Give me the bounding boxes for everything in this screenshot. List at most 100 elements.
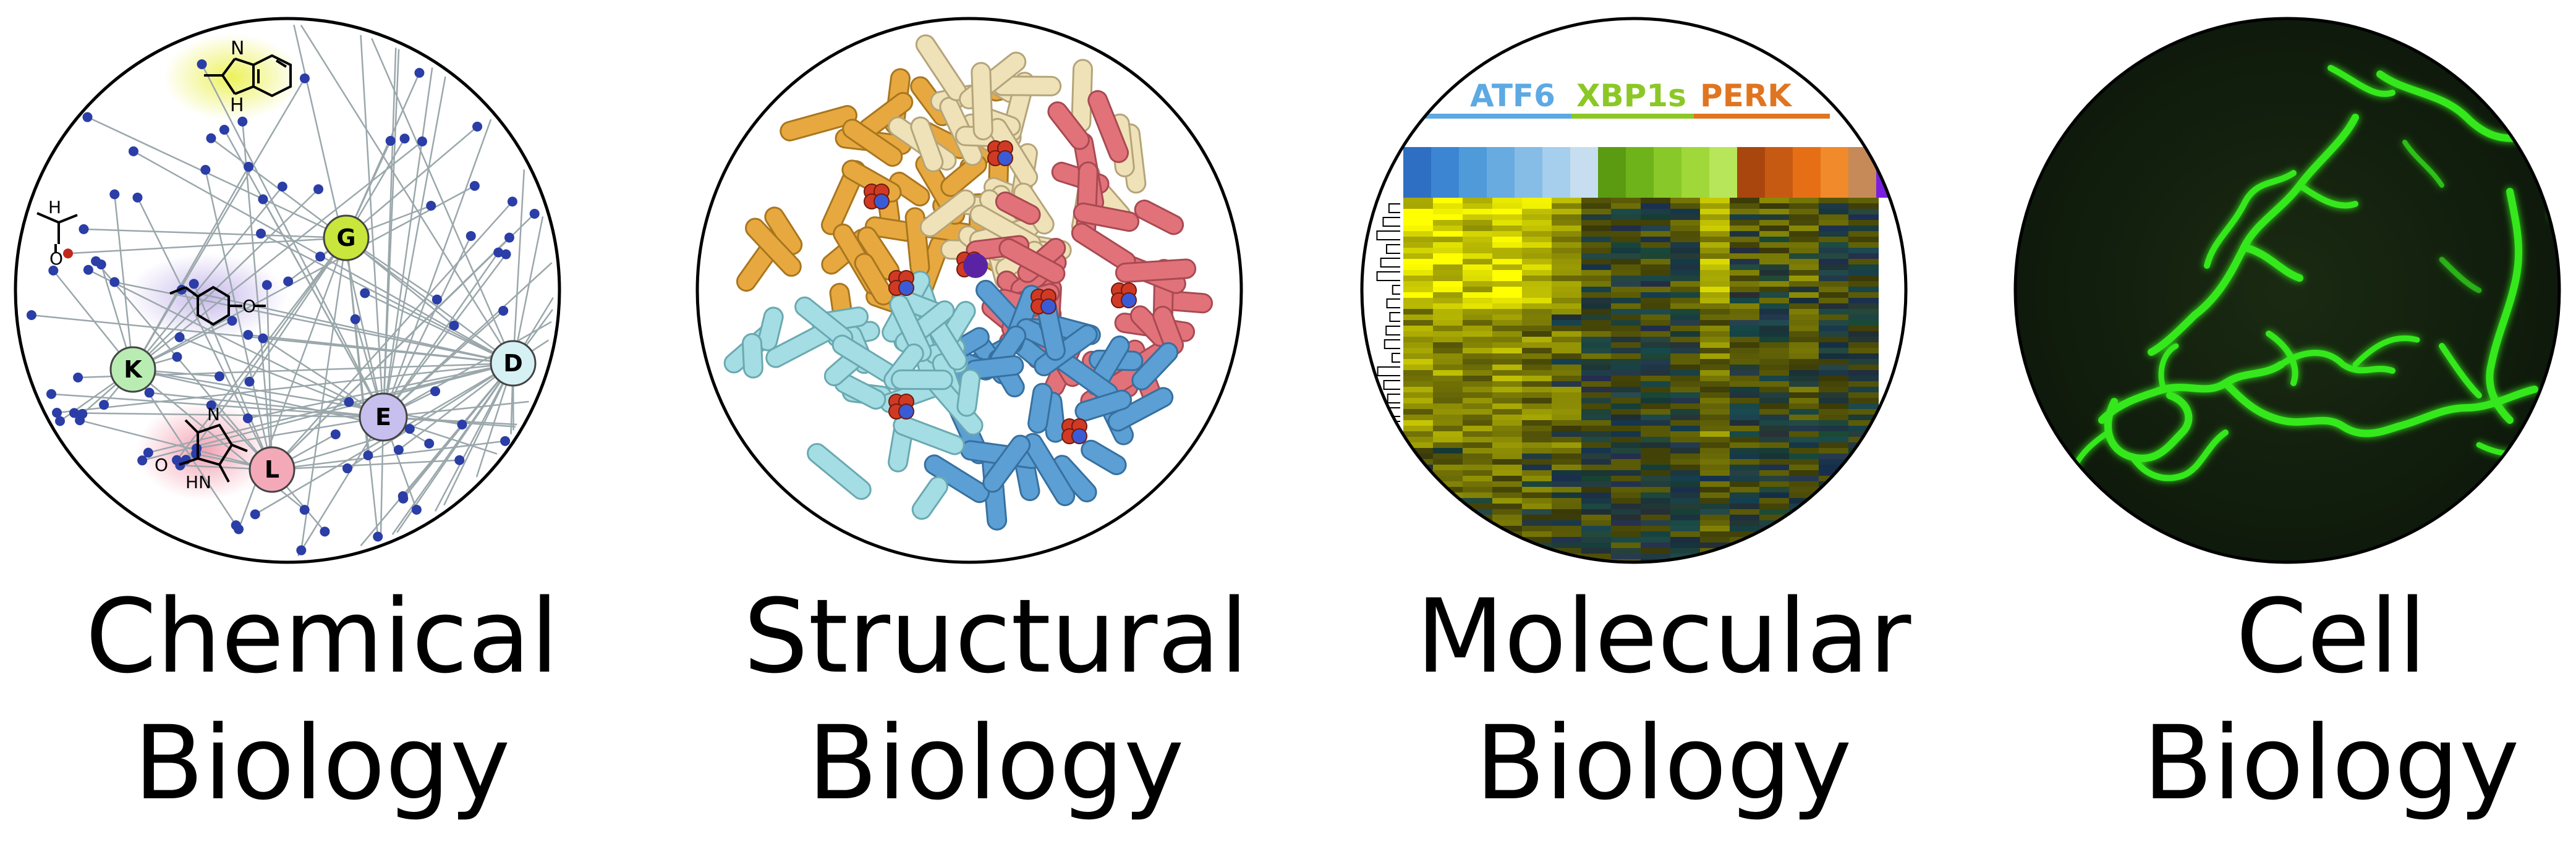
heatmap-cell <box>1730 392 1760 399</box>
heatmap-cell <box>1403 287 1434 293</box>
heatmap-cell <box>1730 387 1760 393</box>
heatmap-cell <box>1759 242 1790 248</box>
helix <box>971 62 993 141</box>
network-dot <box>231 520 241 531</box>
helix <box>854 253 894 306</box>
node-g: G <box>323 214 370 261</box>
heatmap-cell <box>1492 381 1523 387</box>
heatmap-cell <box>1522 442 1552 449</box>
heatmap-cell <box>1641 270 1671 276</box>
heatmap-cell <box>1759 365 1790 371</box>
network-edge <box>87 116 347 239</box>
heatmap-cell <box>1641 264 1671 271</box>
heatmap-cell <box>1789 259 1819 265</box>
heatmap-cell <box>1492 559 1523 562</box>
heatmap-cell <box>1700 448 1730 454</box>
cell-circle-border <box>2013 17 2561 564</box>
heatmap-cell <box>1730 570 1760 575</box>
network-dot <box>417 136 427 146</box>
heatmap-cell <box>1670 398 1701 404</box>
heatmap-cell <box>1730 365 1760 371</box>
heatmap-cell <box>1552 314 1582 321</box>
heatmap-cell <box>1552 370 1582 376</box>
heatmap-cell <box>1789 353 1819 360</box>
condition-swatch <box>1793 147 1821 198</box>
heatmap-cell <box>1789 392 1819 399</box>
heatmap-cell <box>1433 359 1463 365</box>
heatmap-cell <box>1463 270 1493 276</box>
heatmap-cell <box>1730 248 1760 254</box>
heatmap-cell <box>1463 487 1493 493</box>
heatmap-cell <box>1700 509 1730 515</box>
heatmap-cell <box>1552 498 1582 504</box>
heatmap-cell <box>1403 565 1434 571</box>
heatmap-cell <box>1403 214 1434 221</box>
heatmap-cell <box>1759 492 1790 499</box>
heatmap-cell <box>1611 565 1641 571</box>
heatmap-cell <box>1522 309 1552 315</box>
heatmap-cell <box>1819 403 1849 410</box>
heatmap-cell <box>1492 348 1523 354</box>
heatmap-cell <box>1403 309 1434 315</box>
heatmap-cell <box>1700 292 1730 298</box>
network-edge <box>271 440 506 471</box>
condition-swatch <box>1904 147 1906 198</box>
heatmap-cell <box>1552 437 1582 443</box>
network-edge <box>79 419 273 471</box>
heatmap-cell <box>1581 537 1612 543</box>
heatmap-cell <box>1670 409 1701 415</box>
heatmap-cell <box>1581 515 1612 521</box>
heatmap-cell <box>1581 198 1612 204</box>
heatmap-cell <box>1641 409 1671 415</box>
heatmap-cell <box>1552 242 1582 248</box>
heatmap-cell <box>1403 431 1434 437</box>
heatmap-cell <box>1492 237 1523 243</box>
heatmap-cell <box>1552 231 1582 237</box>
heatmap-cell <box>1492 376 1523 382</box>
heatmap-cell <box>1641 314 1671 321</box>
network-dot <box>504 232 514 243</box>
network-edge <box>132 368 382 426</box>
heatmap-cell <box>1581 381 1612 387</box>
heatmap-cell <box>1641 509 1671 515</box>
heatmap-cell <box>1730 470 1760 476</box>
heatmap-cell <box>1403 381 1434 387</box>
network-edge <box>360 35 385 418</box>
condition-swatch <box>1709 147 1738 198</box>
heatmap-cell <box>1789 492 1819 499</box>
heatmap-cell <box>1759 459 1790 465</box>
heatmap-cell <box>1641 531 1671 538</box>
heatmap-cell <box>1433 342 1463 348</box>
heatmap-cell <box>1581 481 1612 487</box>
heatmap-cell <box>1789 220 1819 226</box>
heatmap-cell <box>1848 253 1879 260</box>
heatmap-cell <box>1611 570 1641 575</box>
heatmap-cell <box>1492 492 1523 499</box>
protein-ribbons <box>723 34 1214 531</box>
heatmap-cell <box>1789 531 1819 538</box>
heatmap-cell <box>1641 504 1671 510</box>
heatmap-cell <box>1848 559 1879 562</box>
heatmap-cell <box>1819 376 1849 382</box>
network-dot <box>82 112 93 122</box>
heatmap-cell <box>1403 398 1434 404</box>
heatmap-cell <box>1641 526 1671 532</box>
heatmap-cell <box>1552 209 1582 215</box>
heatmap-cell <box>1819 237 1849 243</box>
heatmap-cell <box>1463 459 1493 465</box>
heatmap-cell <box>1789 214 1819 221</box>
heatmap-cell <box>1730 487 1760 493</box>
network-edge <box>382 76 446 418</box>
heatmap-cell <box>1611 487 1641 493</box>
helix <box>1022 433 1076 507</box>
heatmap-cell <box>1463 542 1493 549</box>
network-dot <box>426 201 436 211</box>
heatmap-cell <box>1789 454 1819 460</box>
heatmap-cell <box>1641 253 1671 260</box>
heatmap-cell <box>1433 398 1463 404</box>
heatmap-cell <box>1611 481 1641 487</box>
heatmap-cell <box>1552 303 1582 310</box>
heatmap-cell <box>1522 281 1552 287</box>
heatmap-cell <box>1581 365 1612 371</box>
heatmap-cell <box>1641 554 1671 560</box>
